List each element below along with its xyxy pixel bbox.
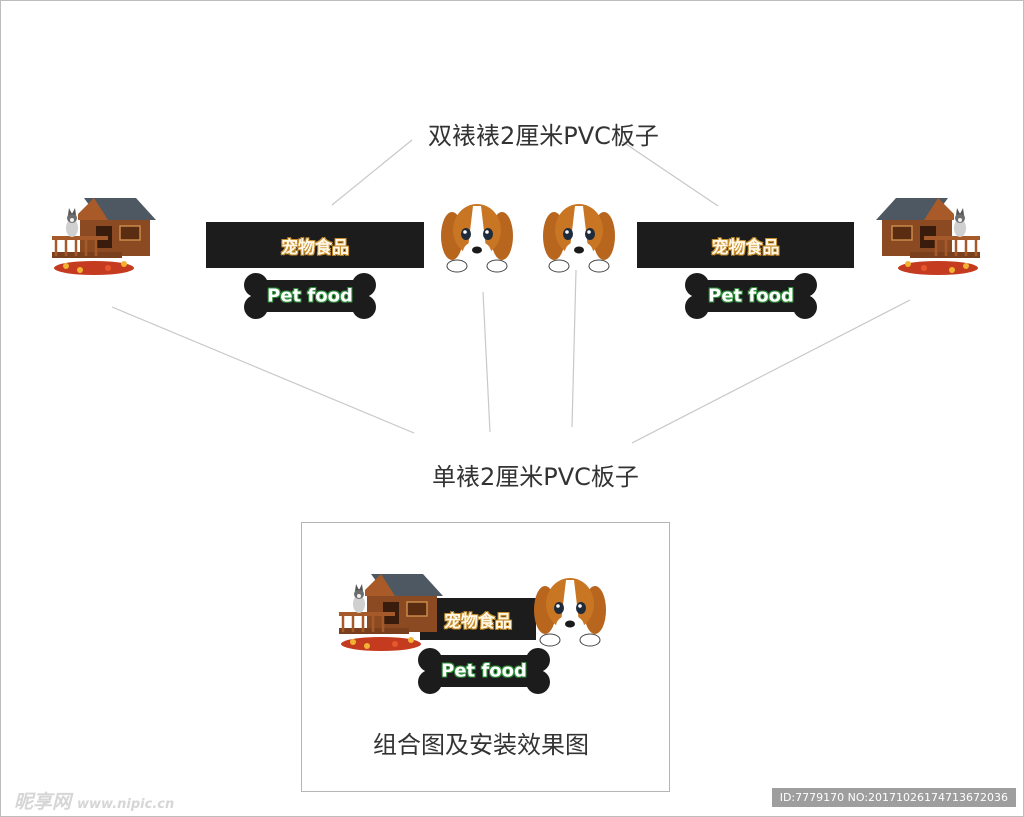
beagle-icon <box>441 204 513 273</box>
double-mount-label: 双裱裱2厘米PVC板子 <box>428 122 659 150</box>
sign-bar-text: 宠物食品 <box>444 611 512 632</box>
bone-shape <box>244 273 376 319</box>
kennel-icon <box>876 198 980 275</box>
leader-line <box>111 306 415 434</box>
bone-text: Pet food <box>267 285 353 307</box>
leader-line <box>482 291 491 433</box>
bone-text: Pet food <box>708 285 794 307</box>
watermark-brand-text: 昵享网 <box>14 791 72 813</box>
bone-sign: Pet food <box>683 272 819 320</box>
leader-line <box>619 139 719 207</box>
sign-bar: 宠物食品 <box>637 222 854 268</box>
bone-shape <box>418 648 550 694</box>
watermark-id: ID:7779170 NO:20171026174713672036 <box>771 788 1016 807</box>
leader-line <box>631 299 911 444</box>
combo-sign-bar: 宠物食品 <box>420 598 536 640</box>
sign-bar-text: 宠物食品 <box>281 237 349 258</box>
bone-sign: Pet food <box>416 647 552 695</box>
combo-preview-frame <box>301 522 670 792</box>
bone-text: Pet food <box>441 660 527 682</box>
watermark-url: www.nipic.cn <box>77 797 175 812</box>
watermark-brand: 昵享网 www.nipic.cn <box>14 787 174 814</box>
leader-line <box>571 269 577 428</box>
beagle-icon <box>534 578 606 647</box>
single-mount-label: 单裱2厘米PVC板子 <box>432 463 639 491</box>
bone-shape <box>685 273 817 319</box>
kennel-icon <box>52 198 156 275</box>
kennel-icon <box>339 574 443 651</box>
combo-label: 组合图及安装效果图 <box>373 731 589 759</box>
leader-line <box>331 139 413 206</box>
beagle-icon <box>543 204 615 273</box>
sign-bar: 宠物食品 <box>206 222 424 268</box>
sign-bar-text: 宠物食品 <box>711 237 780 258</box>
bone-sign: Pet food <box>242 272 378 320</box>
